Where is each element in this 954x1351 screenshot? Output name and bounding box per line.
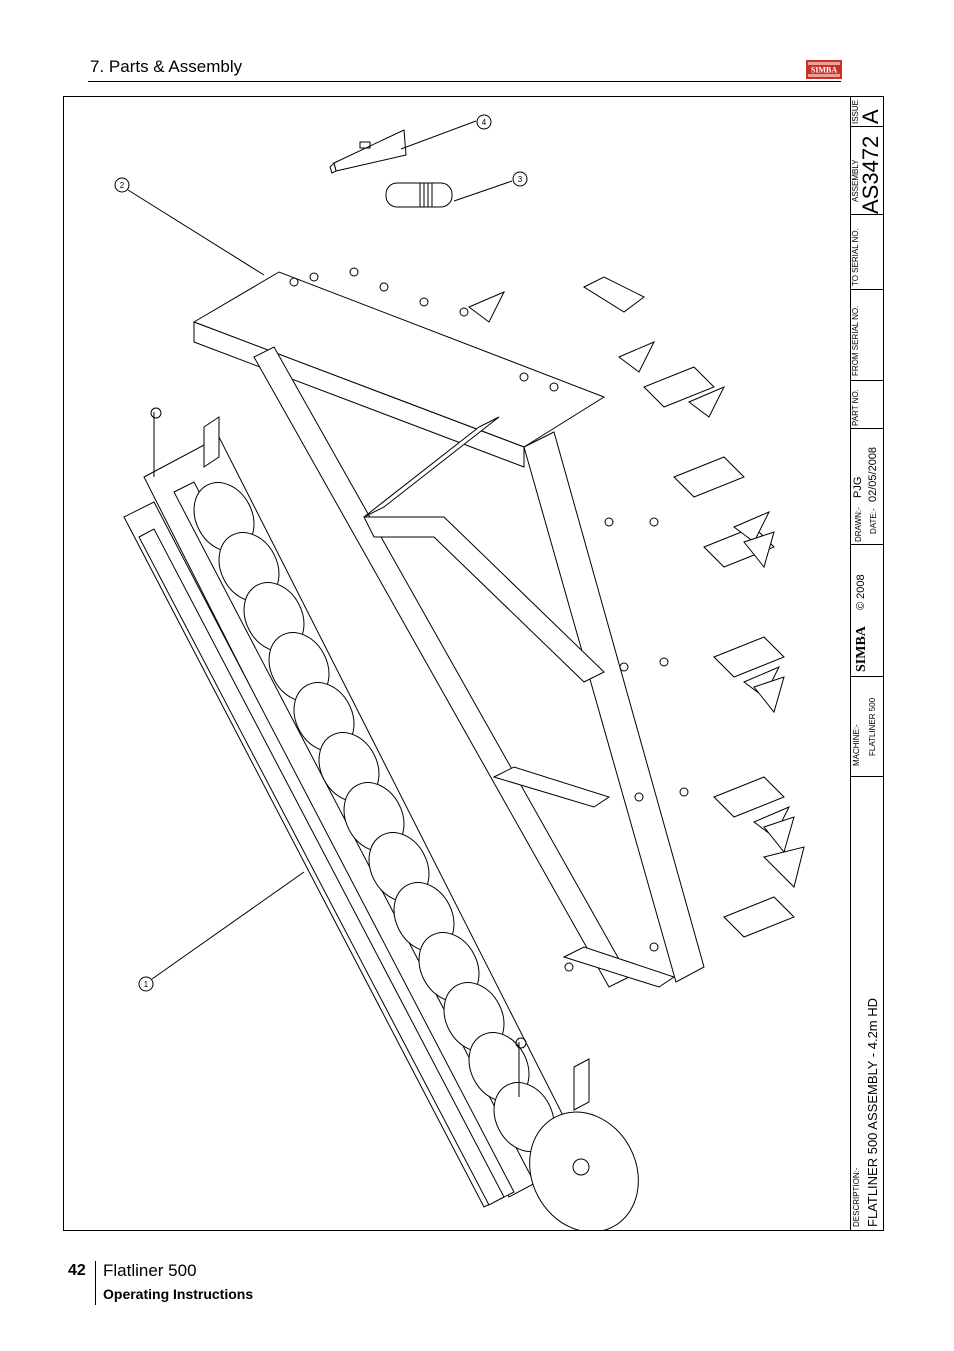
tube-part xyxy=(385,182,453,208)
bolts xyxy=(289,267,689,972)
manual-type: Operating Instructions xyxy=(103,1286,254,1302)
assembly-drawing: 4 3 2 xyxy=(114,114,805,1230)
drawing-frame xyxy=(63,96,884,1231)
section-title: 7. Parts & Assembly xyxy=(90,57,243,76)
simba-logo: SIMBA xyxy=(806,60,842,79)
callout-1: 1 xyxy=(144,980,149,989)
assembly-value: AS3472 xyxy=(858,135,883,214)
drawn-value: PJG xyxy=(852,476,864,498)
page-number: 42 xyxy=(68,1262,86,1279)
tb-divider xyxy=(850,428,884,429)
tb-divider xyxy=(850,544,884,545)
callout-2: 2 xyxy=(120,181,125,190)
roller-assembly xyxy=(123,407,639,1230)
header-divider xyxy=(88,81,841,82)
from-serial-label: FROM SERIAL NO. xyxy=(851,305,860,376)
tb-divider xyxy=(850,380,884,381)
manual-part xyxy=(329,129,407,174)
part-no-label: PART NO. xyxy=(851,389,860,426)
copyright: © 2008 xyxy=(855,574,867,610)
date-label: DATE:- xyxy=(869,508,878,534)
simba-logo-text: SIMBA xyxy=(854,626,869,672)
callout-4: 4 xyxy=(482,118,487,127)
tb-divider xyxy=(850,676,884,677)
drawn-label: DRAWN:- xyxy=(854,507,863,542)
tb-divider xyxy=(850,214,884,215)
date-value: 02/05/2008 xyxy=(867,446,879,502)
tb-border xyxy=(850,96,851,1231)
tb-divider xyxy=(850,126,884,127)
logo-text: SIMBA xyxy=(811,66,837,75)
product-name: Flatliner 500 xyxy=(103,1261,197,1280)
tine-shanks xyxy=(468,276,805,938)
main-frame xyxy=(192,271,705,988)
title-block: ISSUE A ASSEMBLY AS3472 TO SERIAL NO. FR… xyxy=(850,96,884,1231)
footer-divider xyxy=(95,1261,96,1305)
tb-divider xyxy=(850,776,884,777)
tb-divider xyxy=(850,289,884,290)
description-value: FLATLINER 500 ASSEMBLY - 4.2m HD xyxy=(865,997,880,1227)
machine-label: MACHINE:- xyxy=(852,724,861,766)
issue-value: A xyxy=(858,109,883,124)
callout-3: 3 xyxy=(518,175,523,184)
machine-value: FLATLINER 500 xyxy=(868,697,877,756)
description-label: DESCRIPTION:- xyxy=(852,1167,861,1227)
to-serial-label: TO SERIAL NO. xyxy=(851,228,860,286)
